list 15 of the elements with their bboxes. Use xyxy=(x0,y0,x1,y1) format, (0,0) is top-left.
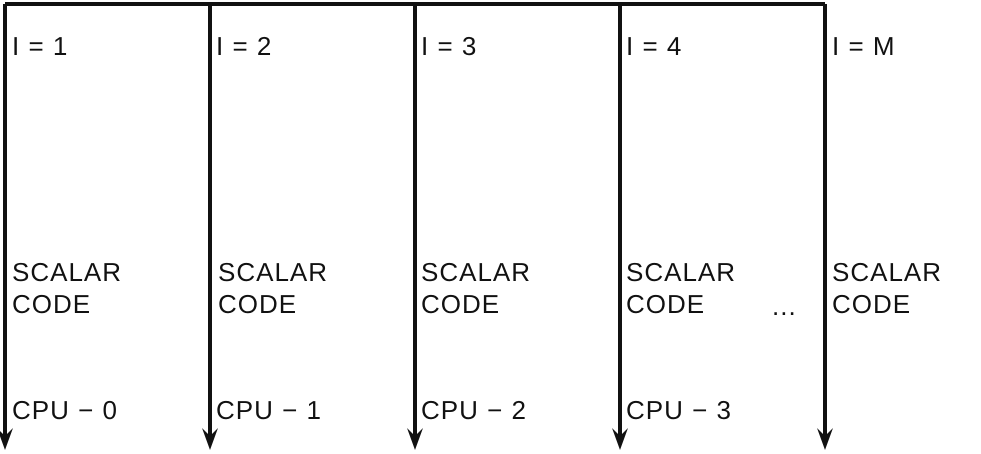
processor-label: CPU − 1 xyxy=(216,394,323,426)
code-label: SCALAR CODE xyxy=(626,256,738,320)
index-label: I = 4 xyxy=(626,30,684,62)
index-label: I = M xyxy=(832,30,897,62)
ellipsis: ... xyxy=(772,290,798,322)
code-label: SCALAR CODE xyxy=(12,256,124,320)
processor-label: CPU − 3 xyxy=(626,394,733,426)
code-label: SCALAR CODE xyxy=(421,256,532,320)
processor-label: CPU − 0 xyxy=(12,394,119,426)
index-label: I = 3 xyxy=(421,30,478,62)
code-label: SCALAR CODE xyxy=(832,256,944,320)
processor-label: CPU − 2 xyxy=(421,394,528,426)
code-label: SCALAR CODE xyxy=(218,256,330,320)
index-label: I = 2 xyxy=(216,30,274,62)
index-label: I = 1 xyxy=(12,30,70,62)
